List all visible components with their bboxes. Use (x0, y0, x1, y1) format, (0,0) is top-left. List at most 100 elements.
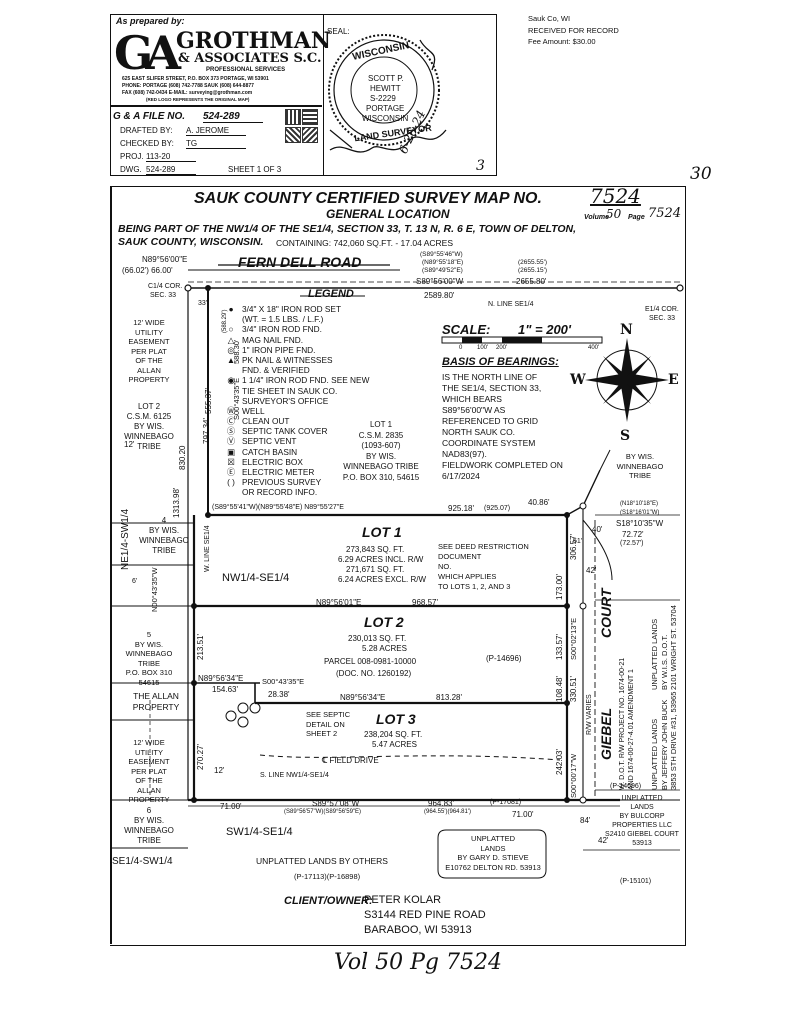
lot2-area-b: 5.28 ACRES (362, 644, 407, 653)
legend-item: SURVEYOR'S OFFICE (220, 396, 420, 406)
rec-county: Sauk Co, WI (528, 14, 571, 23)
dist-33: 33' (198, 300, 208, 307)
easement1-line: ALLAN (137, 365, 161, 375)
seal-label: SEAL: (327, 27, 350, 36)
legend-item: ◉1 1/4" IRON ROD FND. SEE NEW (220, 375, 420, 385)
lot2csm-line: TRIBE (137, 442, 161, 451)
n-line-label: N. LINE SE1/4 (488, 301, 534, 308)
e14-label: E1/4 COR. (645, 306, 679, 313)
legend-text: SURVEYOR'S OFFICE (242, 395, 329, 406)
dist-1: (2655.55') (518, 259, 548, 266)
legend-item: TIE SHEET IN SAUK CO. (220, 386, 420, 396)
lot5-line: 54615 (138, 677, 160, 687)
rw-varies: R/W VARIES (586, 694, 593, 735)
legend-item: (WT. = 1.5 LBS. / L.F.) (220, 314, 420, 324)
lot4-line: BY WIS. (148, 526, 180, 535)
legend-item: OR RECORD INFO. (220, 487, 420, 497)
east-dist-3: 133.57' (555, 634, 564, 660)
west-brg-2: N00°43'35"W (150, 567, 159, 612)
dist-42-a: 42' (586, 566, 597, 575)
volume-val: 50 (606, 207, 622, 221)
easement2-line: 12' WIDE (133, 738, 165, 747)
unpl2-line: BY JEFFERY JOHN BUCK (659, 699, 669, 790)
w-line-label: W. LINE SE1/4 (204, 525, 211, 572)
dist-4: 2589.80' (424, 291, 455, 300)
lot2-dist-3: 813.28' (436, 693, 462, 702)
court-label: COURT (598, 588, 614, 638)
lot1-s-brg: N89°56'01"E (316, 598, 362, 607)
legend-item: ▲PK NAIL & WITNESSES (220, 355, 420, 365)
dist-12-b: 12' (214, 766, 225, 775)
ne-sw-label: NE1/4-SW1/4 (120, 508, 131, 570)
compass-w: W (570, 372, 586, 388)
lot2-doc: (DOC. NO. 1260192) (336, 669, 412, 678)
unpl1-line: UNPLATTED LANDS (650, 618, 659, 690)
east-dist-6: 242.03' (555, 749, 564, 775)
se-sw-label: SE1/4-SW1/4 (112, 856, 173, 867)
top-brg: N89°56'00"E (142, 255, 188, 264)
legend-symbol: ▣ (227, 446, 235, 457)
east-brg-2: S00°02'13"E (569, 617, 578, 660)
easement1-line: OF THE (135, 356, 163, 365)
map-frame (110, 186, 686, 946)
p15101: (P-15101) (620, 878, 652, 885)
legend-text: ELECTRIC BOX (242, 456, 303, 467)
easement2-line: PER PLAT (131, 766, 167, 776)
east-brg-3: S18°10'35"W (616, 519, 664, 528)
title-main: SAUK COUNTY CERTIFIED SURVEY MAP NO. (194, 190, 542, 207)
lot2csm-line: LOT 2 (137, 402, 161, 411)
firm-name-1: GROTHMAN (176, 28, 331, 54)
fieldwork-label: FIELDWORK COMPLETED ON (442, 460, 563, 470)
mark-3: 3 (476, 158, 485, 174)
volume-label: Volume (584, 214, 610, 221)
lot1-n-brg: (S89°55'41"W)(N89°55'48"E) N89°55'27"E (212, 504, 344, 511)
basis-lines-line: IS THE NORTH LINE OF (442, 372, 538, 382)
page-val: 7524 (648, 206, 682, 221)
lot5-line: TRIBE (137, 658, 161, 668)
dist-12-a: 12' (124, 440, 135, 449)
seal-number: S-2229 (370, 94, 396, 103)
csm2835-line: WINNEBAGO TRIBE (343, 462, 419, 471)
legend-symbol (220, 365, 242, 375)
lot2csm-line: BY WIS. (133, 422, 165, 431)
file-label: G & A FILE NO. (113, 111, 186, 122)
legend-item: △MAG NAIL FND. (220, 335, 420, 345)
bottom-brg: S89°57'08"W (312, 799, 360, 808)
scale-label: SCALE: (442, 322, 491, 337)
east-dist-2: 173.00' (555, 574, 564, 600)
lot6-line: 6 (146, 806, 152, 815)
lot1-n-prev: (925.07) (484, 505, 511, 512)
legend-text: 3/4" X 18" IRON ROD SET (242, 304, 342, 314)
basis-title: BASIS OF BEARINGS: (442, 356, 559, 368)
easement1-line: 12' WIDE (133, 318, 165, 327)
seal-name: SCOTT P. (368, 74, 404, 83)
restriction-line: DOCUMENT (438, 552, 482, 561)
compass-n: N (620, 322, 633, 338)
west-brg: S00°43'35"E (232, 377, 241, 420)
firm-addr-2: PHONE: PORTAGE (608) 742-7788 SAUK (608)… (122, 83, 254, 89)
c14b-label: SEC. 33 (150, 292, 177, 299)
s-line-label: S. LINE NW1/4-SE1/4 (260, 772, 329, 779)
easement1-line: UTILITY (135, 327, 163, 337)
basis-lines-line: NORTH SAUK CO. (442, 427, 516, 437)
legend-symbol: ● (228, 304, 234, 314)
legend-symbol: Ⓔ (226, 467, 236, 477)
legend-symbol: ◎ (227, 344, 235, 355)
seal-state: WISCONSIN (362, 114, 409, 123)
legend-text: OR RECORD INFO. (242, 487, 318, 498)
proj: 113-20 (146, 152, 196, 162)
nw-se-label: NW1/4-SE1/4 (222, 572, 290, 584)
east-dist-7p: (72.57') (620, 540, 644, 547)
dist-2: (2655.15') (518, 267, 548, 274)
client-label: CLIENT/OWNER: (284, 895, 373, 907)
compass-s: S (620, 428, 631, 444)
